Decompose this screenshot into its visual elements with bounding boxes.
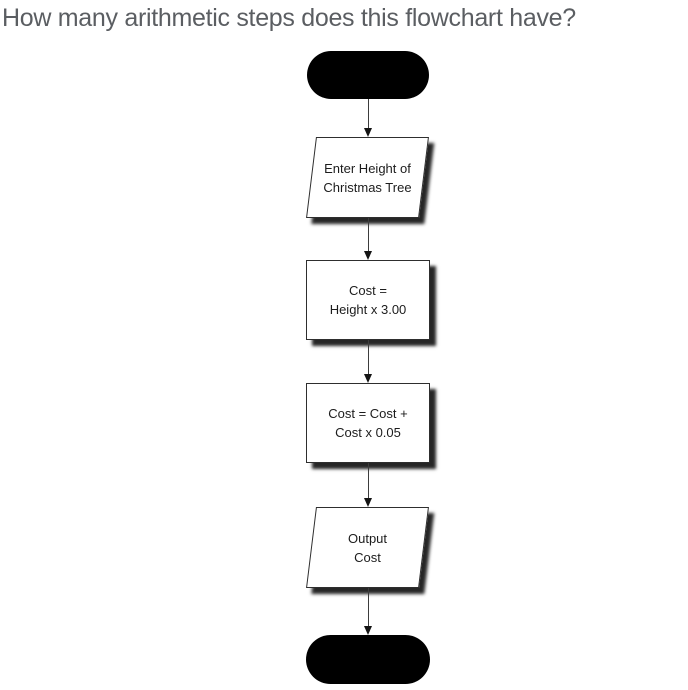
- node-label-line: Cost =: [349, 283, 387, 298]
- rectangle-shape: [306, 260, 430, 340]
- flowchart-node-output-cost: Output Cost: [306, 507, 429, 588]
- flowchart-node-add-tax: Cost = Cost + Cost x 0.05: [306, 383, 430, 463]
- arrowhead-down-icon: [364, 626, 372, 635]
- node-label-line: Height x 3.00: [329, 302, 407, 317]
- arrow-line: [367, 340, 369, 376]
- arrow-line: [367, 99, 369, 130]
- arrow-line: [367, 218, 369, 253]
- arrow-line: [367, 463, 369, 500]
- node-label-line: Christmas Tree: [323, 179, 412, 195]
- node-label-line: Cost x 0.05: [335, 425, 401, 440]
- rectangle-shape: [306, 383, 430, 463]
- node-label: Enter Height of Christmas Tree: [323, 159, 411, 197]
- flowchart-node-end-terminator: [306, 635, 430, 684]
- question-title: How many arithmetic steps does this flow…: [2, 4, 576, 32]
- arrowhead-down-icon: [364, 498, 372, 507]
- node-label: Output Cost: [348, 529, 387, 567]
- flowchart-node-start-terminator: [307, 51, 429, 99]
- node-label: Cost = Cost + Cost x 0.05: [328, 404, 407, 442]
- node-label-line: Output: [347, 530, 388, 546]
- arrowhead-down-icon: [364, 128, 372, 137]
- arrow-line: [367, 588, 369, 628]
- arrowhead-down-icon: [364, 251, 372, 260]
- node-label-line: Cost = Cost +: [328, 406, 408, 421]
- node-label-line: Enter Height of: [324, 160, 411, 176]
- node-label-line: Cost: [354, 549, 381, 565]
- node-label: Cost = Height x 3.00: [330, 281, 407, 319]
- flowchart-node-input-height: Enter Height of Christmas Tree: [306, 137, 429, 218]
- arrowhead-down-icon: [364, 374, 372, 383]
- flowchart-node-compute-cost: Cost = Height x 3.00: [306, 260, 430, 340]
